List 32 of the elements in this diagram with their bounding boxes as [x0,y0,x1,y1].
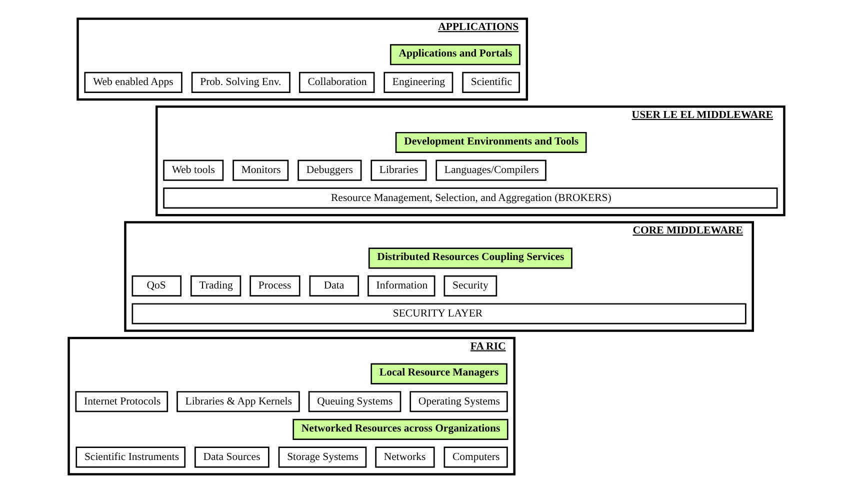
node-box: Scientific Instruments [75,446,186,468]
node-box: QoS [131,275,181,296]
node-box: Collaboration [298,72,374,93]
node-box: Security [443,275,497,296]
node-box: Data [308,275,359,296]
node-box: Libraries & App Kernels [176,391,300,412]
node-box: Distributed Resources Coupling Services [368,248,572,269]
node-box: Process [249,275,300,296]
node-box: Networks [374,446,434,468]
node-box: Data Sources [194,446,269,468]
node-box: Prob. Solving Env. [190,72,290,93]
node-box: Queuing Systems [308,391,401,412]
node-box: Operating Systems [409,391,508,412]
node-box: Scientific [462,72,520,93]
node-box: Languages/Compilers [435,160,546,181]
node-box: Internet Protocols [74,391,168,412]
node-box: Resource Management, Selection, and Aggregation (BROKERS) [162,188,778,209]
node-box: Web tools [162,160,224,181]
node-box: Development Environments and Tools [394,132,586,154]
node-box: Local Resource Managers [370,363,507,384]
node-box: SECURITY LAYER [131,303,746,324]
node-box: Storage Systems [278,446,366,468]
node-box: Debuggers [297,160,362,181]
node-box: Monitors [232,160,288,181]
node-box: Engineering [383,72,453,93]
node-box: Networked Resources across Organizations [292,418,508,440]
node-box: Libraries [370,160,426,181]
node-box: Information [367,275,435,296]
node-box: Applications and Portals [389,44,520,66]
node-box: Computers [443,446,508,468]
node-box: Web enabled Apps [84,72,182,93]
node-box: Trading [190,275,241,296]
